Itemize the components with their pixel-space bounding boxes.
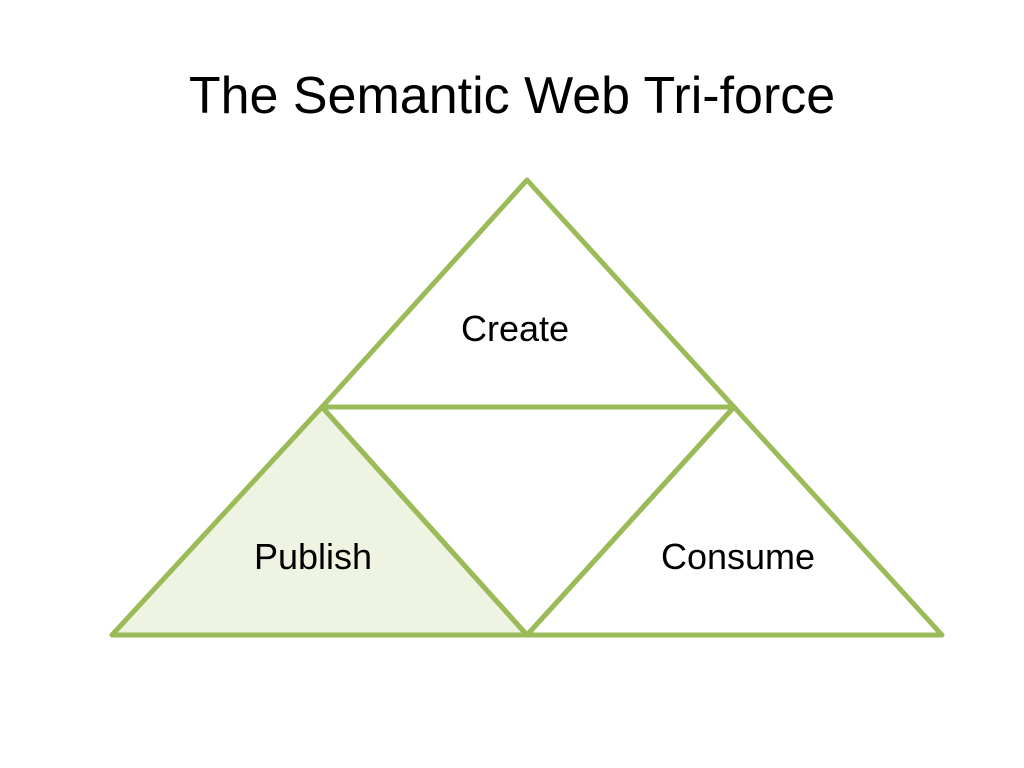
label-create: Create — [461, 308, 569, 349]
triangle-bottom-right — [524, 404, 945, 638]
label-consume: Consume — [661, 536, 815, 577]
triangle-bottom-left — [109, 404, 530, 638]
triangle-middle — [319, 404, 737, 638]
triangle-top — [319, 177, 737, 410]
label-publish: Publish — [254, 536, 372, 577]
slide-title: The Semantic Web Tri-force — [188, 67, 836, 125]
